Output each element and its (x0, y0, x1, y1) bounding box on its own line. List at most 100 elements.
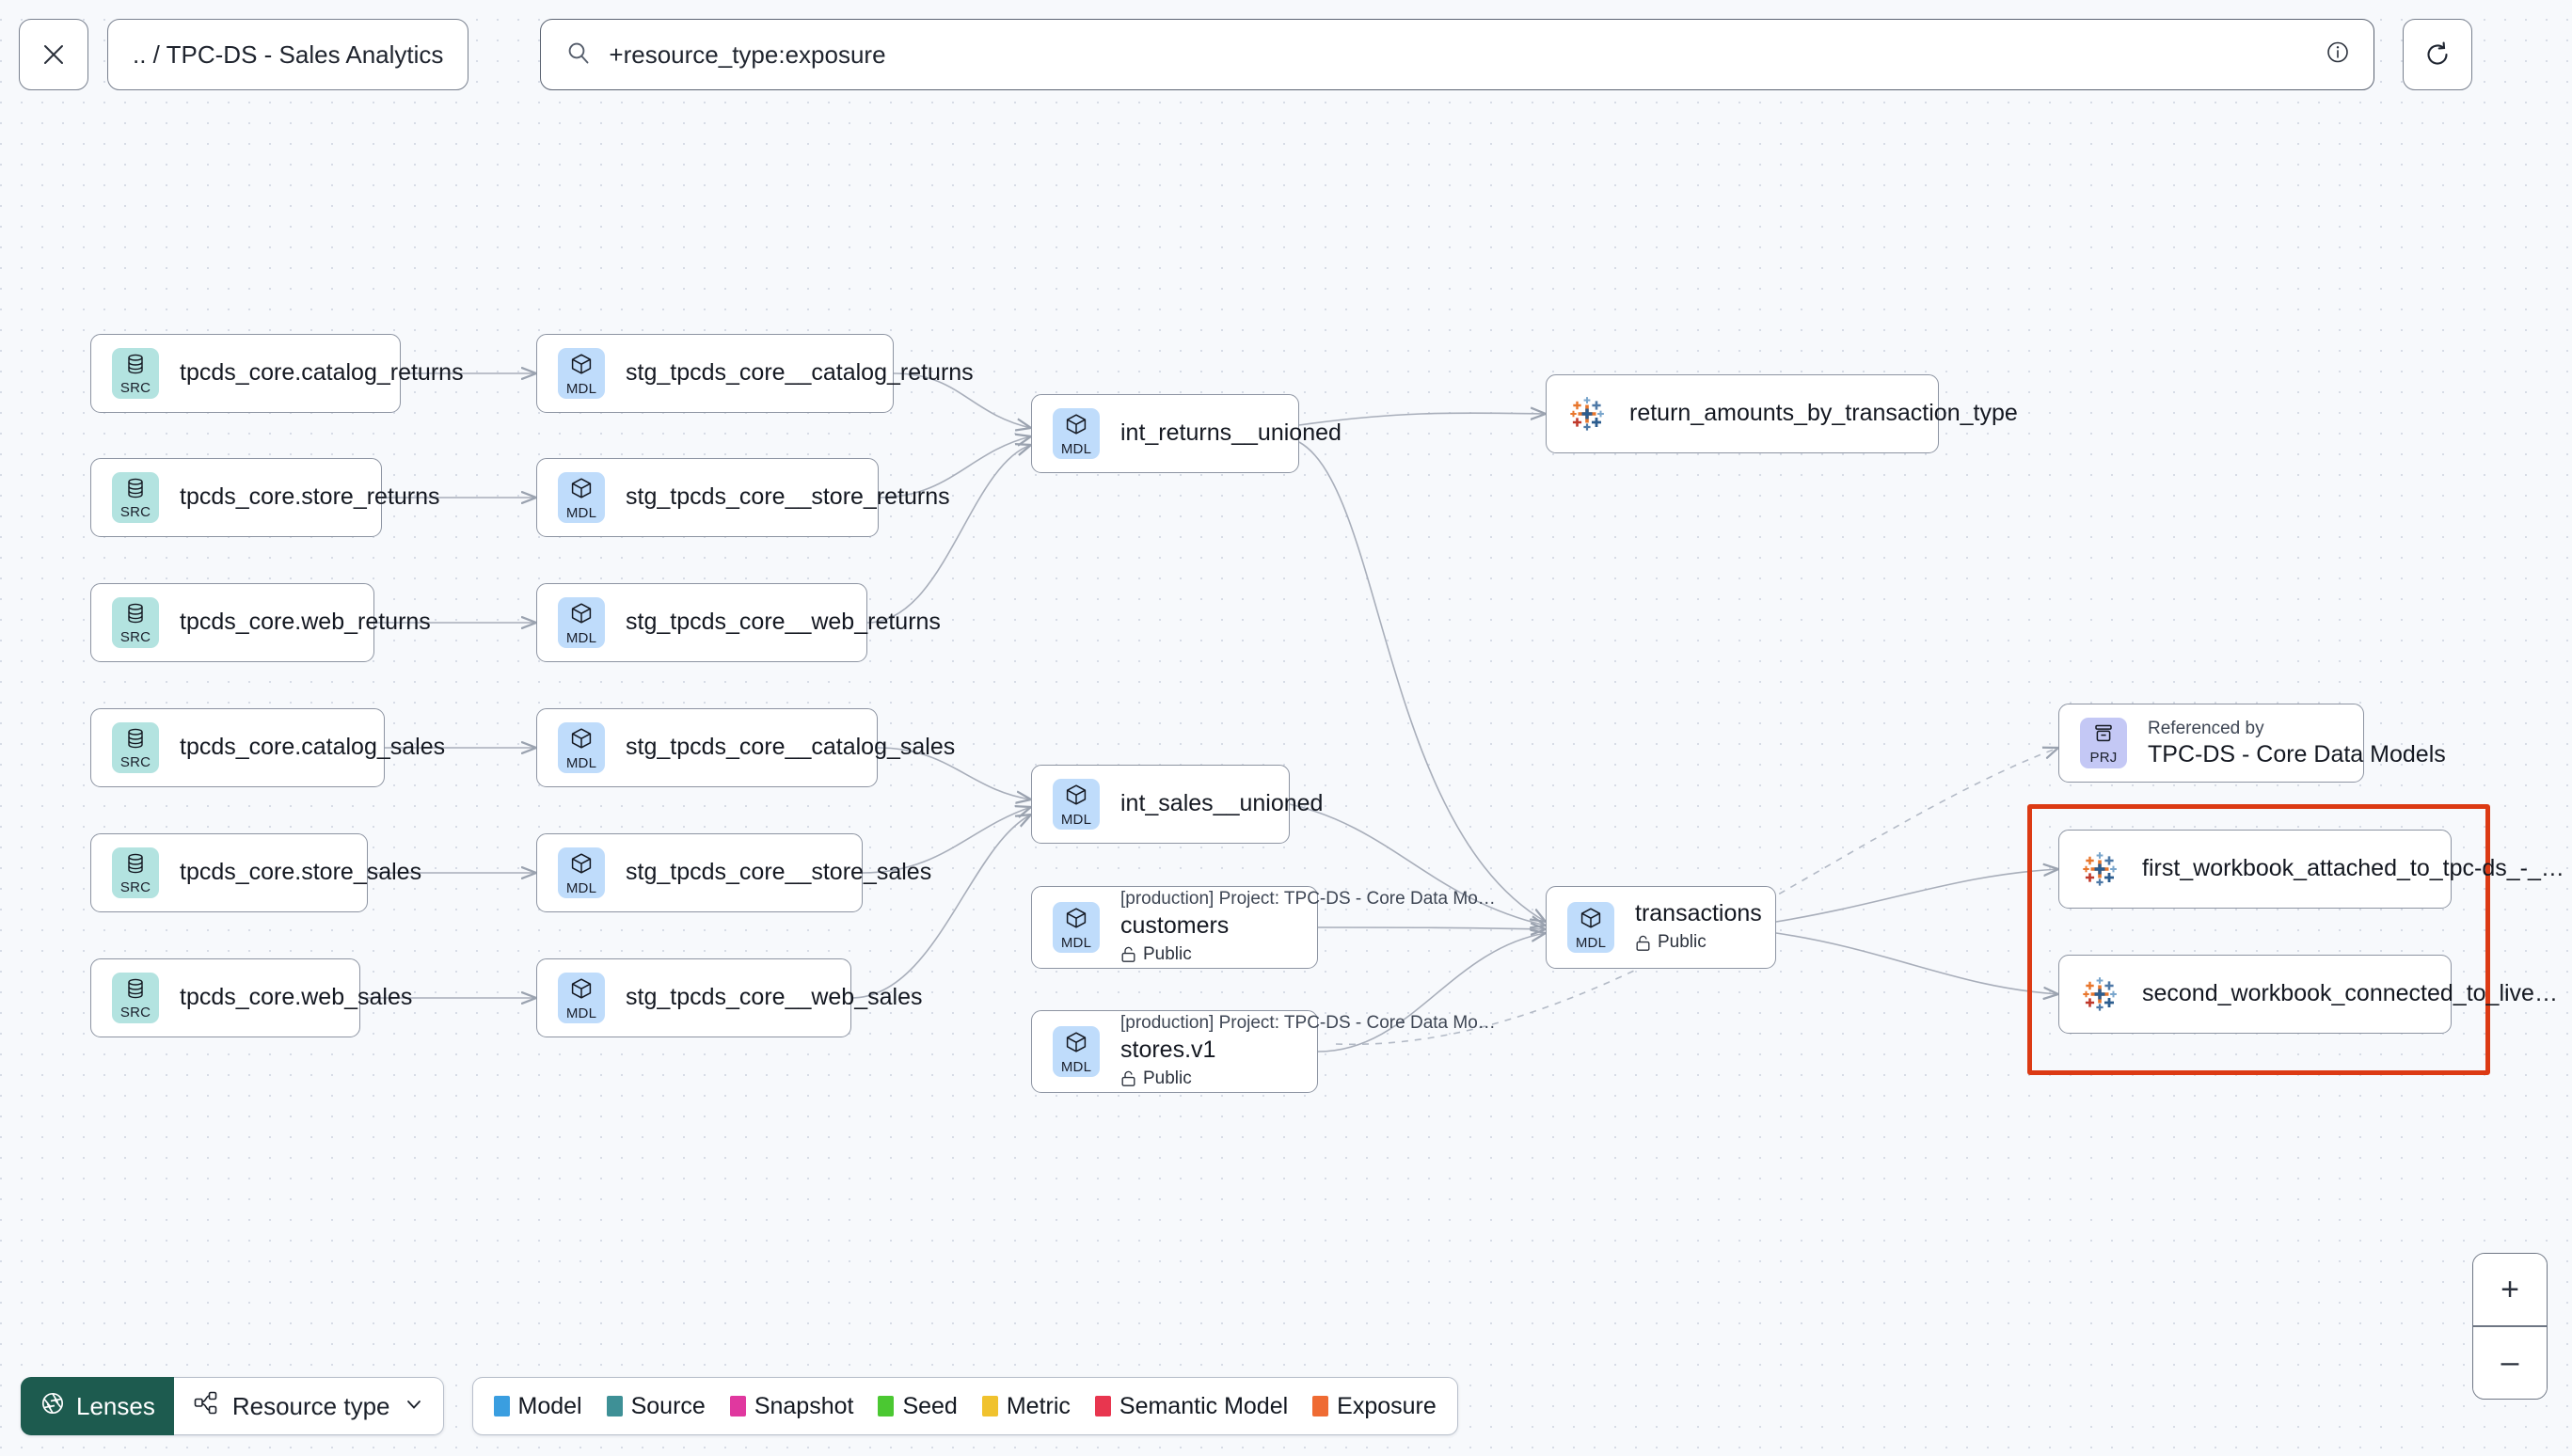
graph-node-first_workbook[interactable]: first_workbook_attached_to_tpc-ds_-_… (2058, 830, 2564, 909)
lenses-button[interactable]: Lenses (21, 1377, 174, 1435)
node-label-group: return_amounts_by_transaction_type (1629, 399, 2018, 428)
search-icon (565, 40, 592, 71)
node-type-badge-label: MDL (565, 629, 597, 646)
node-title: first_workbook_attached_to_tpc-ds_-_… (2142, 855, 2564, 882)
node-title: int_returns__unioned (1120, 419, 1342, 447)
node-type-badge-mdl: MDL (558, 847, 605, 898)
node-type-badge-label: MDL (1060, 440, 1092, 457)
resource-type-legend: Model Source Snapshot Seed Metric Semantic Mo… (471, 1377, 1458, 1435)
legend-swatch (1094, 1396, 1111, 1416)
node-subtitle: [production] Project: TPC-DS - Core Data… (1120, 1013, 1496, 1034)
legend-item-snapshot[interactable]: Snapshot (729, 1392, 854, 1420)
search-input[interactable] (609, 20, 2350, 89)
node-type-badge-mdl: MDL (558, 597, 605, 648)
breadcrumb[interactable]: .. / TPC-DS - Sales Analytics (107, 19, 469, 90)
legend-swatch (606, 1396, 623, 1416)
legend-swatch (878, 1396, 895, 1416)
lens-aperture-icon (40, 1390, 66, 1423)
legend-item-metric[interactable]: Metric (981, 1392, 1071, 1420)
close-button[interactable] (19, 19, 88, 90)
database-icon (124, 353, 147, 380)
legend-item-model[interactable]: Model (493, 1392, 582, 1420)
graph-node-second_workbook[interactable]: second_workbook_connected_to_live… (2058, 955, 2558, 1034)
node-type-badge-src: SRC (112, 472, 159, 523)
node-label-group: stg_tpcds_core__catalog_sales (626, 733, 955, 762)
legend-item-exposure[interactable]: Exposure (1312, 1393, 1437, 1420)
node-type-badge-label: PRJ (2089, 749, 2118, 766)
close-icon (40, 41, 67, 68)
refresh-button[interactable] (2403, 19, 2473, 90)
node-type-badge-label: MDL (1060, 1058, 1092, 1075)
lenses-group: Lenses Resource type (21, 1377, 444, 1435)
node-type-badge-label: MDL (565, 380, 597, 397)
graph-node-stg_web_returns[interactable]: MDL stg_tpcds_core__web_returns (536, 583, 941, 662)
node-title: tpcds_core.web_sales (180, 984, 413, 1011)
node-type-badge-label: SRC (119, 379, 151, 396)
node-title: int_sales__unioned (1120, 790, 1324, 817)
node-type-badge-mdl: MDL (558, 722, 605, 773)
node-title: transactions (1635, 900, 1762, 927)
node-title: tpcds_core.catalog_returns (180, 359, 464, 387)
resource-type-label: Resource type (231, 1391, 390, 1420)
node-access-label: Public (1143, 944, 1192, 965)
tableau-workbook-icon (1567, 394, 1629, 434)
legend-label: Snapshot (754, 1392, 854, 1419)
graph-node-src_catalog_sales[interactable]: SRC tpcds_core.catalog_sales (90, 708, 445, 787)
top-toolbar: .. / TPC-DS - Sales Analytics (0, 0, 2572, 109)
legend-label: Metric (1006, 1392, 1071, 1419)
node-title: customers (1120, 911, 1230, 939)
node-type-badge-label: SRC (119, 753, 151, 770)
graph-node-return_amounts[interactable]: return_amounts_by_transaction_type (1546, 374, 2018, 453)
node-type-badge-prj: PRJ (2080, 718, 2127, 768)
node-label-group: second_workbook_connected_to_live… (2142, 979, 2558, 1008)
graph-node-src_store_returns[interactable]: SRC tpcds_core.store_returns (90, 458, 440, 537)
breadcrumb-label: .. / TPC-DS - Sales Analytics (133, 40, 444, 69)
info-icon[interactable] (2325, 40, 2351, 71)
node-label-group: stg_tpcds_core__web_returns (626, 608, 941, 637)
node-label-group: stg_tpcds_core__catalog_returns (626, 358, 974, 388)
node-type-badge-label: SRC (119, 1004, 151, 1021)
graph-node-src_catalog_returns[interactable]: SRC tpcds_core.catalog_returns (90, 334, 464, 413)
legend-item-seed[interactable]: Seed (878, 1393, 958, 1420)
graph-node-stores_v1[interactable]: MDL [production] Project: TPC-DS - Core D… (1031, 1010, 1496, 1093)
node-title: return_amounts_by_transaction_type (1629, 400, 2018, 427)
legend-label: Model (517, 1392, 582, 1419)
search-bar[interactable] (540, 19, 2375, 90)
graph-node-src_web_sales[interactable]: SRC tpcds_core.web_sales (90, 958, 413, 1037)
resource-type-dropdown[interactable]: Resource type (173, 1377, 444, 1435)
graph-node-int_returns_unioned[interactable]: MDL int_returns__unioned (1031, 394, 1342, 473)
refresh-icon (2423, 40, 2452, 69)
node-title: stg_tpcds_core__web_sales (626, 984, 923, 1011)
lenses-label: Lenses (76, 1391, 155, 1420)
node-label-group: first_workbook_attached_to_tpc-ds_-_… (2142, 854, 2564, 883)
legend-label: Source (630, 1392, 706, 1419)
legend-item-source[interactable]: Source (606, 1392, 706, 1420)
database-icon (124, 477, 147, 504)
graph-node-customers[interactable]: MDL[production] Project: TPC-DS - Core D… (1031, 886, 1496, 969)
graph-node-stg_catalog_sales[interactable]: MDL stg_tpcds_core__catalog_sales (536, 708, 955, 787)
legend-swatch (729, 1396, 746, 1416)
model-cube-icon (569, 352, 594, 381)
node-label-group: [production] Project: TPC-DS - Core Data… (1120, 1011, 1496, 1091)
zoom-in-button[interactable]: + (2473, 1254, 2547, 1326)
node-label-group: tpcds_core.catalog_sales (180, 733, 445, 762)
graph-node-stg_catalog_returns[interactable]: MDL stg_tpcds_core__catalog_returns (536, 334, 974, 413)
legend-item-semantic-model[interactable]: Semantic Model (1094, 1393, 1288, 1420)
node-label-group: int_returns__unioned (1120, 419, 1342, 448)
node-label-group: int_sales__unioned (1120, 789, 1324, 818)
zoom-out-button[interactable]: – (2473, 1326, 2547, 1399)
node-label-group: tpcds_core.web_returns (180, 608, 431, 637)
model-cube-icon (1064, 783, 1088, 812)
node-label-group: tpcds_core.store_returns (180, 483, 440, 512)
node-access-label: Public (1658, 932, 1707, 953)
